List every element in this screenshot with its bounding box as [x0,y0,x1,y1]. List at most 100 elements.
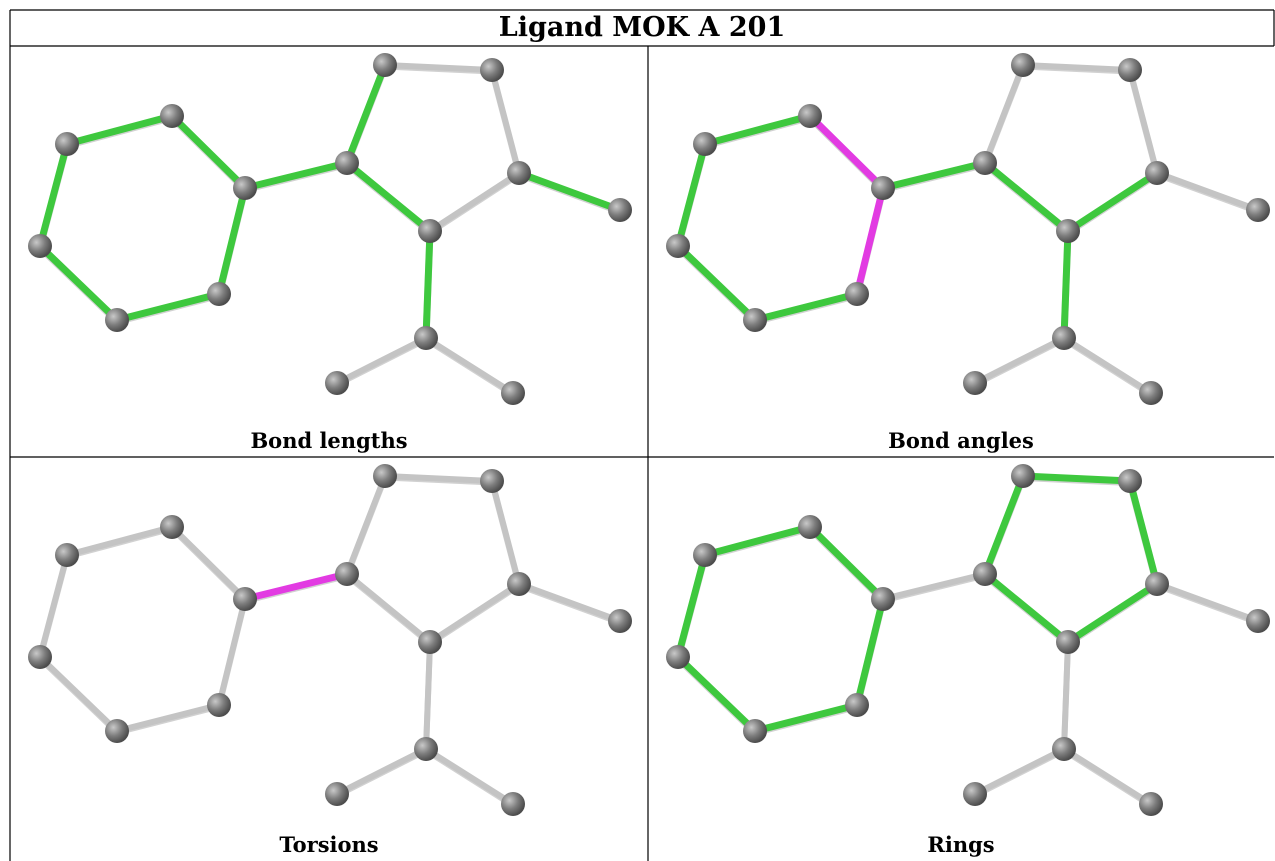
atom [693,132,717,156]
caption-torsions: Torsions [279,832,379,857]
atom [105,308,129,332]
bond [37,654,120,734]
atom [666,234,690,258]
bond-highlight-green [806,523,887,603]
atom [335,562,359,586]
atom [55,132,79,156]
atom [845,693,869,717]
atom [414,737,438,761]
atom [325,371,349,395]
atom [335,151,359,175]
bond-highlight-green [36,242,121,324]
atom [1011,53,1035,77]
atom [233,176,257,200]
bond-highlight-green [674,653,759,735]
atom [501,792,525,816]
bond-highlight-green [981,570,1072,646]
atom [1052,326,1076,350]
atom [1118,469,1142,493]
bond-highlight-green [674,242,759,324]
bond [423,639,433,752]
bond [516,581,623,624]
bond [1154,581,1261,624]
atom [1246,609,1270,633]
bond [382,62,495,73]
bond [427,170,522,234]
atom [55,543,79,567]
atom [160,104,184,128]
bond-highlight-green [981,159,1072,235]
atom [1056,219,1080,243]
atom [743,719,767,743]
atom [1145,572,1169,596]
page-title: Ligand MOK A 201 [498,12,786,43]
atom [28,234,52,258]
atom [845,282,869,306]
caption-bond-angles: Bond angles [888,428,1034,453]
atom [666,645,690,669]
bond-highlight-green [515,169,624,214]
bond-highlight-green [1064,169,1161,235]
atom [207,693,231,717]
bond [427,581,522,645]
bond [216,596,248,708]
molecule-panel-torsions [28,464,632,816]
atom [608,609,632,633]
bond-highlight-green [1064,580,1161,646]
bond [114,702,222,734]
atom [507,161,531,185]
bond [1061,335,1154,396]
bond-highlight-green [241,159,351,192]
bond [972,335,1067,386]
bond [344,571,433,645]
atom [207,282,231,306]
atom [1246,198,1270,222]
atom [418,630,442,654]
bond [489,478,522,587]
bond [880,571,988,602]
atom [693,543,717,567]
bond [334,746,429,797]
bond-highlight-green [168,112,249,192]
atom [414,326,438,350]
bond-highlight-magenta [806,112,887,192]
atom [105,719,129,743]
atom [325,782,349,806]
bond-highlight-green [674,551,709,661]
atom [798,104,822,128]
bond [64,524,175,558]
bond [37,552,70,660]
atom [798,515,822,539]
atom [963,782,987,806]
bond-highlight-green [36,140,71,250]
bond [1154,170,1261,213]
bond [972,746,1067,797]
bond-highlight-green [701,523,814,559]
atom [1139,792,1163,816]
bond [382,473,495,484]
atom [373,464,397,488]
atom [418,219,442,243]
bond-highlight-green [751,290,861,324]
atom [973,562,997,586]
bond-highlight-green [674,140,709,250]
atom [1145,161,1169,185]
molecule-panel-rings [666,464,1270,816]
bond-highlight-green [422,227,434,342]
bond [982,62,1026,166]
bond-highlight-green [879,159,989,192]
atom [871,176,895,200]
atom [507,572,531,596]
atom [743,308,767,332]
atom [480,469,504,493]
atom [973,151,997,175]
atom [1052,737,1076,761]
atom [963,371,987,395]
bond [1061,639,1071,752]
bond-highlight-green [853,595,887,709]
bond [1061,746,1154,807]
bond-highlight-magenta [853,184,887,298]
atom [480,58,504,82]
